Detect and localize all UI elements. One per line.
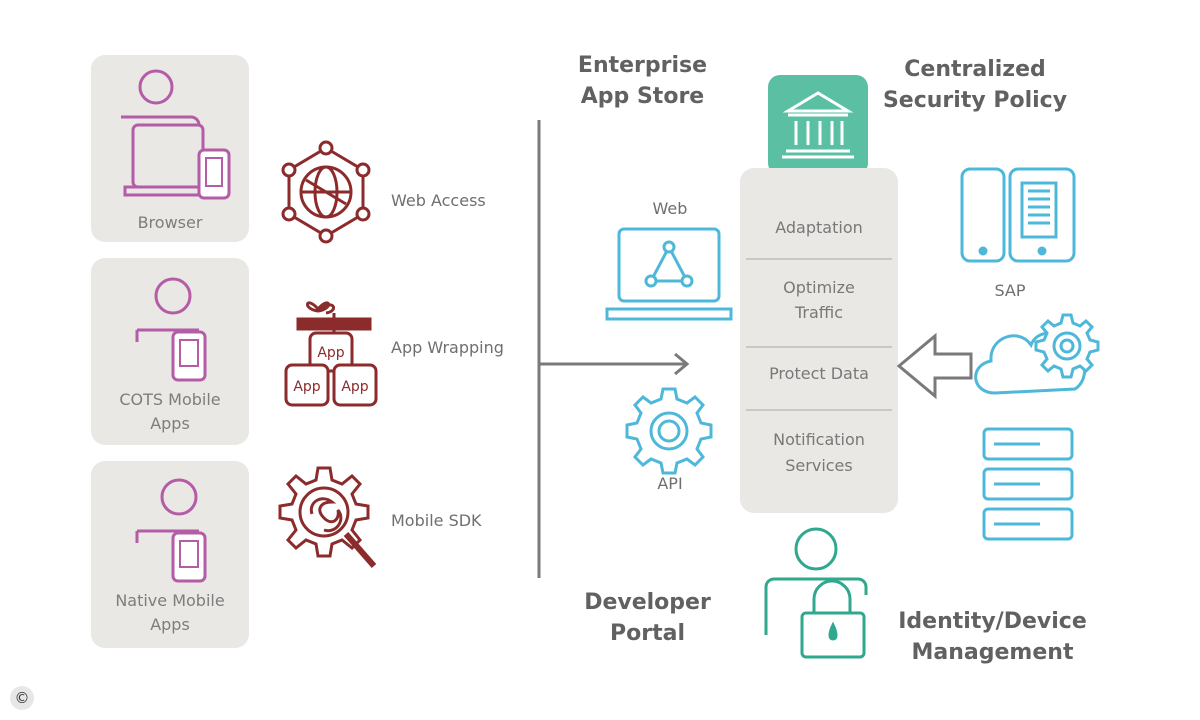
policy-divider bbox=[746, 409, 892, 411]
policy-item-notification-line1: Notification bbox=[773, 430, 865, 449]
sap-devices-icon bbox=[960, 167, 1076, 263]
security-policy-line: Security Policy bbox=[882, 88, 1068, 113]
web-access-label: Web Access bbox=[391, 191, 486, 210]
app-badge-left: App bbox=[293, 379, 320, 395]
native-mobile-apps-card: Native Mobile Apps bbox=[91, 461, 249, 648]
policy-item-notification-line2: Services bbox=[785, 456, 853, 475]
sap-label: SAP bbox=[994, 281, 1026, 300]
native-label-line1: Native Mobile bbox=[115, 591, 225, 610]
identity-device-management-heading: Identity/Device Management bbox=[880, 606, 1105, 668]
copyright-icon: © bbox=[10, 686, 34, 710]
api-label: API bbox=[657, 474, 683, 493]
policy-divider bbox=[746, 346, 892, 348]
enterprise-app-store-heading: Enterprise App Store bbox=[560, 50, 725, 112]
enterprise-line: Enterprise bbox=[577, 53, 708, 78]
app-wrapping-label: App Wrapping bbox=[391, 338, 504, 357]
cloud-gear-icon bbox=[974, 313, 1100, 395]
policy-item-adaptation: Adaptation bbox=[775, 218, 863, 237]
centralized-security-policy-heading: Centralized Security Policy bbox=[875, 54, 1075, 116]
browser-card: Browser bbox=[91, 55, 249, 242]
developer-portal-heading: Developer Portal bbox=[565, 587, 730, 649]
policy-item-optimize-line2: Traffic bbox=[794, 303, 844, 322]
browser-user-icon bbox=[121, 69, 231, 200]
security-policy-panel: Adaptation Optimize Traffic Protect Data… bbox=[740, 168, 898, 513]
cots-user-icon bbox=[135, 277, 207, 382]
identity-line: Identity/Device bbox=[898, 609, 1087, 634]
app-badge-top: App bbox=[317, 345, 344, 361]
centralized-line: Centralized bbox=[904, 57, 1046, 82]
native-label-line2: Apps bbox=[150, 615, 190, 634]
laptop-network-icon bbox=[605, 227, 733, 321]
mobile-sdk-gear-icon bbox=[278, 466, 377, 568]
identity-lock-user-icon bbox=[764, 527, 868, 659]
cots-label-line1: COTS Mobile bbox=[119, 390, 221, 409]
cots-mobile-apps-card: COTS Mobile Apps bbox=[91, 258, 249, 445]
portal-line: Portal bbox=[610, 621, 685, 646]
app-wrapping-icon: App App App bbox=[284, 301, 378, 407]
center-divider-arrow bbox=[537, 120, 690, 578]
cots-label-line2: Apps bbox=[150, 414, 190, 433]
native-user-icon bbox=[135, 478, 207, 583]
server-stack-icon bbox=[982, 427, 1074, 541]
management-line: Management bbox=[911, 640, 1074, 665]
developer-line: Developer bbox=[584, 590, 711, 615]
web-label: Web bbox=[652, 199, 688, 218]
incoming-arrow-icon bbox=[896, 332, 973, 400]
bank-building-icon bbox=[768, 75, 868, 175]
policy-divider bbox=[746, 258, 892, 260]
app-store-line: App Store bbox=[580, 84, 705, 109]
policy-item-protect-data: Protect Data bbox=[769, 364, 869, 383]
browser-label: Browser bbox=[137, 213, 203, 232]
api-gear-icon bbox=[625, 387, 713, 475]
web-access-icon bbox=[281, 140, 371, 244]
app-badge-right: App bbox=[341, 379, 368, 395]
mobile-sdk-label: Mobile SDK bbox=[391, 511, 482, 530]
policy-item-optimize-line1: Optimize bbox=[783, 278, 855, 297]
